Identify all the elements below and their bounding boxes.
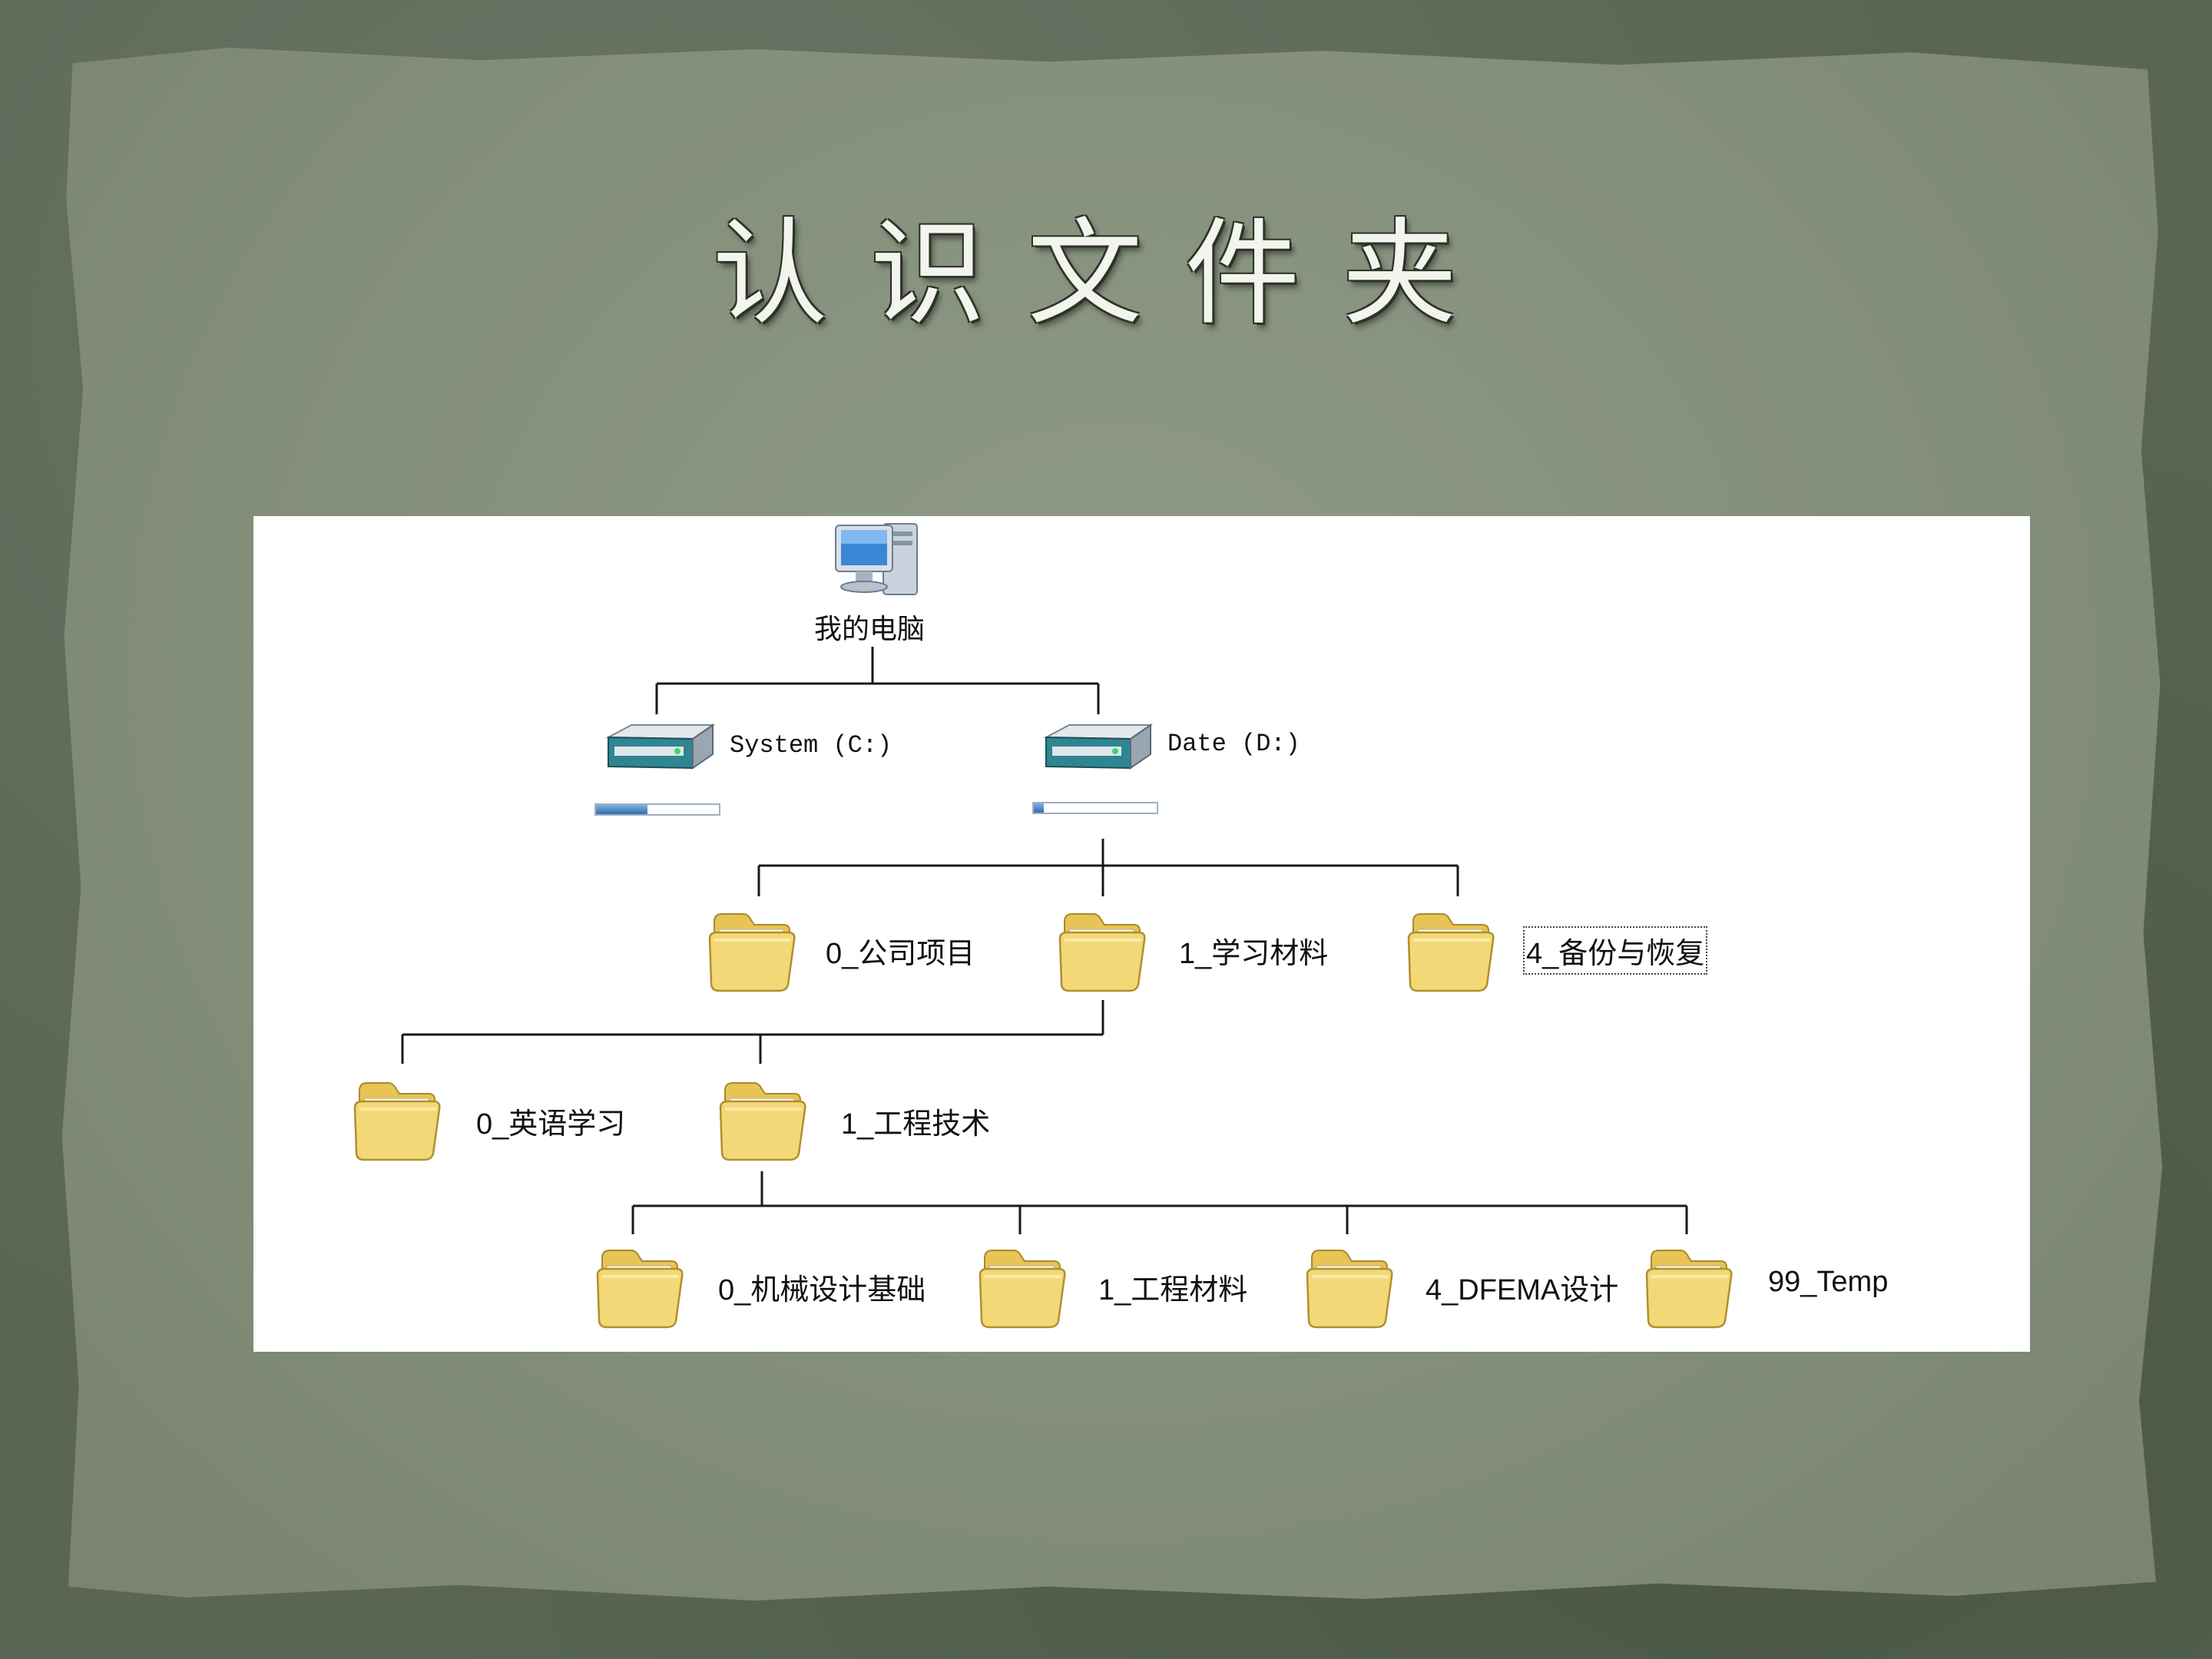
drive-c-label: System (C:) (730, 731, 892, 760)
hard-drive-icon[interactable] (601, 720, 717, 771)
folder-icon[interactable] (1054, 902, 1149, 1000)
drive-c-usage-fill (596, 805, 648, 814)
folder-icon[interactable] (349, 1071, 444, 1169)
folder-label-temp: 99_Temp (1768, 1266, 1889, 1298)
folder-tree-panel: 我的电脑 System (C:) Date (D:) 0_公司项目 1_学习材料… (253, 516, 2030, 1352)
drive-d-label: Date (D:) (1167, 730, 1300, 758)
folder-label-study-materials: 1_学习材料 (1179, 938, 1329, 970)
drive-c-usage-bar (594, 803, 720, 816)
folder-label-english-study: 0_英语学习 (476, 1108, 626, 1141)
tree-connectors (401, 647, 1688, 1234)
folder-icon[interactable] (591, 1238, 687, 1336)
computer-label: 我的电脑 (814, 613, 926, 644)
drive-d-usage-bar (1032, 802, 1158, 814)
folder-icon[interactable] (1402, 902, 1498, 1000)
folder-label-engineering-materials: 1_工程材料 (1098, 1274, 1248, 1306)
folder-label-company-projects: 0_公司项目 (826, 938, 975, 970)
folder-label-engineering-tech: 1_工程技术 (841, 1108, 991, 1141)
folder-icon[interactable] (1641, 1238, 1736, 1336)
slide-title: 认识文件夹 (712, 207, 1500, 341)
drive-d-usage-fill (1034, 803, 1044, 813)
folder-icon[interactable] (1301, 1238, 1396, 1336)
folder-label-dfema-design: 4_DFEMA设计 (1426, 1274, 1619, 1306)
folder-label-backup-restore: 4_备份与恢复 (1522, 926, 1708, 975)
computer-icon[interactable] (831, 521, 923, 605)
folder-icon[interactable] (974, 1238, 1069, 1336)
folder-label-mechanical-design: 0_机械设计基础 (718, 1274, 926, 1306)
hard-drive-icon[interactable] (1038, 720, 1155, 771)
folder-icon[interactable] (704, 902, 799, 1000)
folder-icon[interactable] (714, 1071, 810, 1169)
